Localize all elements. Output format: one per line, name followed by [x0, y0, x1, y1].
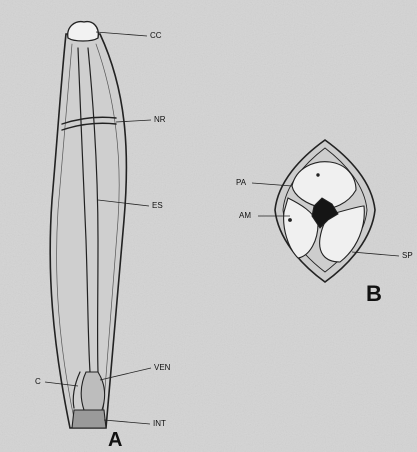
cephalic-cap: [68, 22, 99, 41]
label-am: AM: [239, 212, 251, 220]
label-sp: SP: [402, 252, 413, 260]
papilla-left: [289, 219, 292, 222]
label-c: C: [35, 378, 41, 386]
papilla-top: [317, 174, 319, 176]
ventriculus: [81, 372, 104, 410]
label-nr: NR: [154, 116, 166, 124]
label-cc: CC: [150, 32, 162, 40]
panel-letter-b: B: [366, 283, 382, 305]
label-es: ES: [152, 202, 163, 210]
label-int: INT: [153, 420, 166, 428]
panel-letter-a: A: [108, 430, 122, 450]
intestine: [72, 410, 106, 428]
label-ven: VEN: [154, 364, 170, 372]
label-pa: PA: [236, 179, 246, 187]
